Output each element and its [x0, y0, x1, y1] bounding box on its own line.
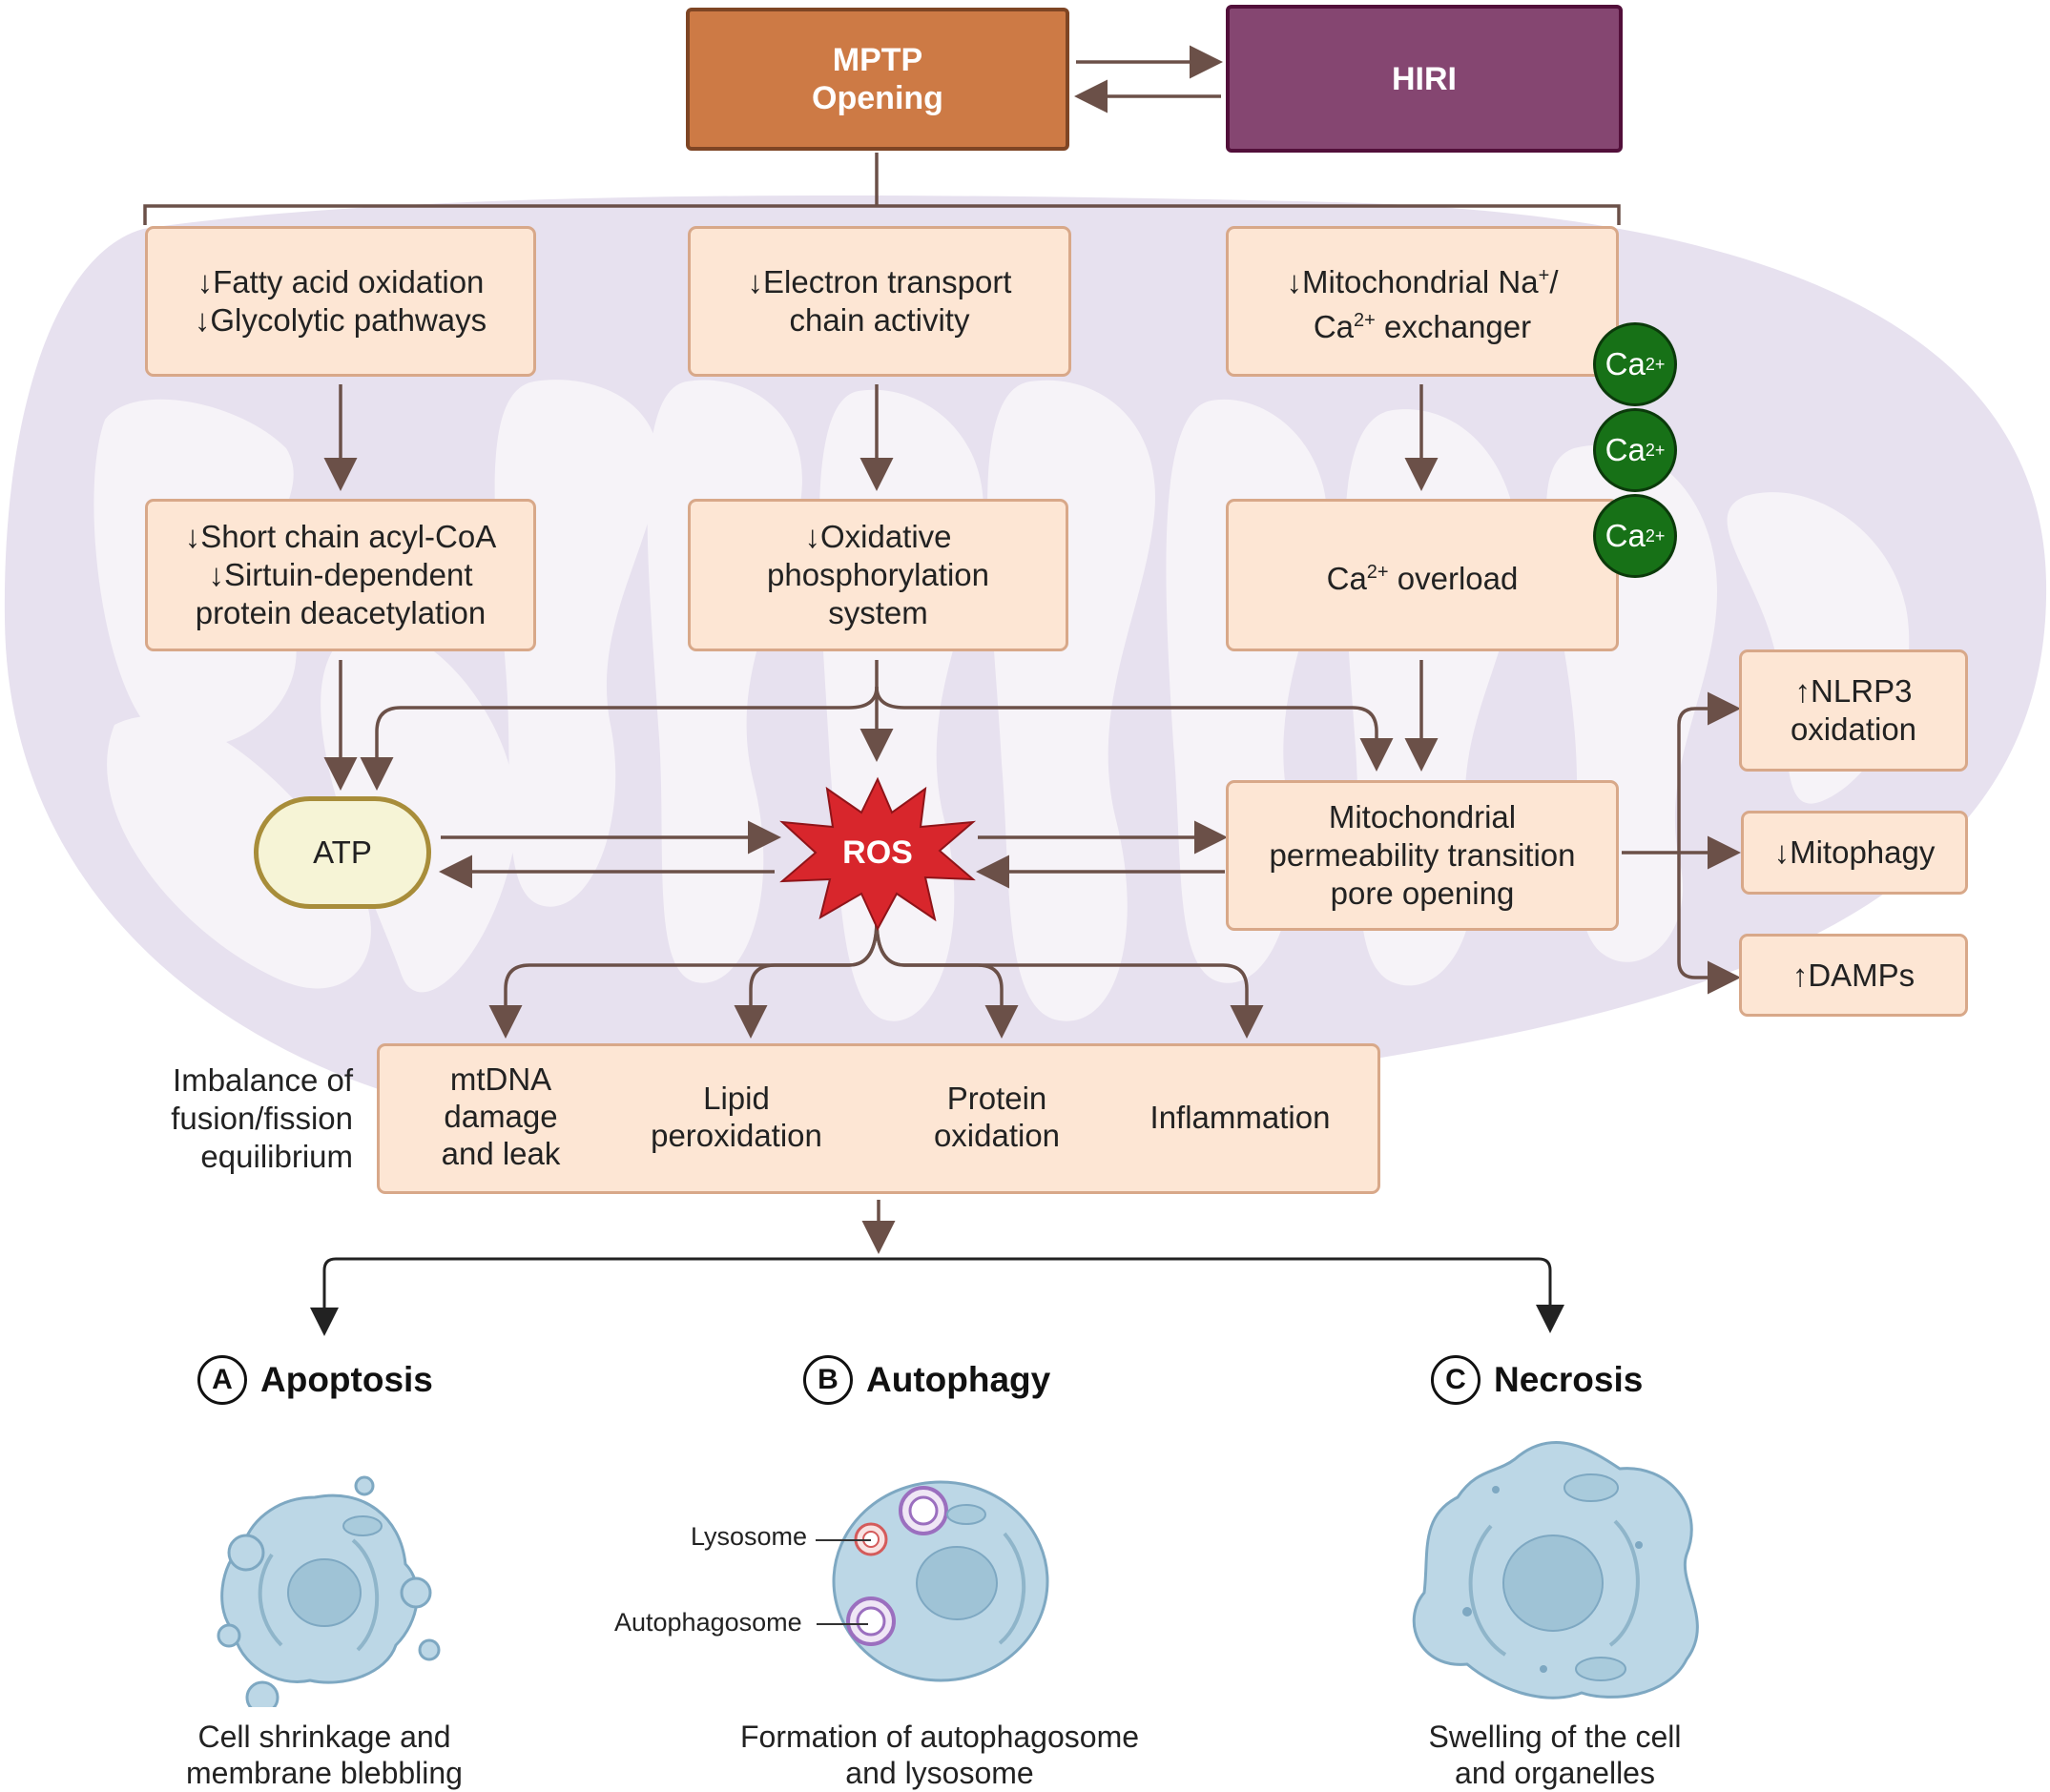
mitochondrial-text: Mitochondrial [1328, 799, 1517, 834]
letter-c-badge: C [1431, 1355, 1481, 1405]
nlrp3-oxidation-text: oxidation [1790, 711, 1917, 747]
damps-text: ↑DAMPs [1791, 957, 1915, 993]
chain-activity-text: chain activity [789, 302, 970, 338]
mitophagy-box: ↓Mitophagy [1741, 811, 1968, 895]
oxidative-phosphorylation-box: ↓Oxidative phosphorylation system [688, 499, 1068, 651]
necrotic-cell-icon [1412, 1441, 1699, 1699]
lysosome-pointer [816, 1539, 871, 1541]
lysosome-label: Lysosome [691, 1522, 808, 1551]
atp-label: ATP [313, 834, 372, 870]
apoptotic-cell-icon [217, 1475, 441, 1707]
inflammation-text: Inflammation [1149, 1100, 1331, 1135]
electron-transport-box: ↓Electron transport chain activity [688, 226, 1071, 377]
phosphorylation-text: phosphorylation [767, 557, 989, 592]
system-text: system [828, 595, 928, 630]
pore-opening-text: pore opening [1330, 875, 1515, 911]
deacetylation-text: protein deacetylation [195, 595, 487, 630]
fatty-acid-text: ↓Fatty acid oxidation [197, 264, 485, 299]
permeability-text: permeability transition [1269, 837, 1576, 873]
ca-exchanger-text: Ca2+ exchanger [1313, 309, 1532, 344]
opening-label: Opening [812, 80, 943, 116]
necrosis-heading: C Necrosis [1431, 1355, 1643, 1405]
acyl-coa-box: ↓Short chain acyl-CoA ↓Sirtuin-dependent… [145, 499, 536, 651]
na-exchanger-text: ↓Mitochondrial Na+/ [1286, 264, 1559, 299]
autophagy-heading: B Autophagy [803, 1355, 1050, 1405]
damps-box: ↑DAMPs [1739, 934, 1968, 1017]
nlrp3-text: ↑NLRP3 [1794, 673, 1913, 709]
apoptosis-title: Apoptosis [260, 1360, 433, 1399]
permeability-transition-box: Mitochondrial permeability transition po… [1226, 780, 1619, 931]
autophagosome-label: Autophagosome [614, 1608, 802, 1637]
sirtuin-text: ↓Sirtuin-dependent [208, 557, 473, 592]
ca-overload-text: Ca2+ overload [1326, 560, 1519, 596]
ros-star-icon [779, 776, 977, 932]
imbalance-label: Imbalance of fusion/fission equilibrium [171, 1062, 353, 1174]
necrosis-title: Necrosis [1494, 1360, 1644, 1399]
ca-overload-box: Ca2+ overload [1226, 499, 1619, 651]
autophagic-cell-icon [832, 1480, 1049, 1682]
autophagosome-pointer [817, 1623, 868, 1625]
apoptosis-heading: A Apoptosis [197, 1355, 433, 1405]
mptp-label: MPTP [832, 42, 923, 78]
autophagy-title: Autophagy [866, 1360, 1051, 1399]
electron-transport-text: ↓Electron transport [747, 264, 1012, 299]
nlrp3-box: ↑NLRP3 oxidation [1739, 649, 1968, 772]
glycolytic-text: ↓Glycolytic pathways [194, 302, 487, 338]
effects-box [377, 1043, 1380, 1194]
atp-node: ATP [254, 796, 431, 909]
letter-b-badge: B [803, 1355, 853, 1405]
mitophagy-text: ↓Mitophagy [1773, 834, 1936, 870]
letter-a-badge: A [197, 1355, 247, 1405]
oxidative-text: ↓Oxidative [804, 519, 952, 554]
fatty-acid-box: ↓Fatty acid oxidation ↓Glycolytic pathwa… [145, 226, 536, 377]
na-ca-exchanger-box: ↓Mitochondrial Na+/ Ca2+ exchanger [1226, 226, 1619, 377]
hiri-label: HIRI [1392, 60, 1457, 97]
hiri-box: HIRI [1226, 5, 1623, 153]
mptp-opening-box: MPTP Opening [686, 8, 1069, 151]
acyl-coa-text: ↓Short chain acyl-CoA [184, 519, 497, 554]
ros-label: ROS [842, 834, 913, 871]
